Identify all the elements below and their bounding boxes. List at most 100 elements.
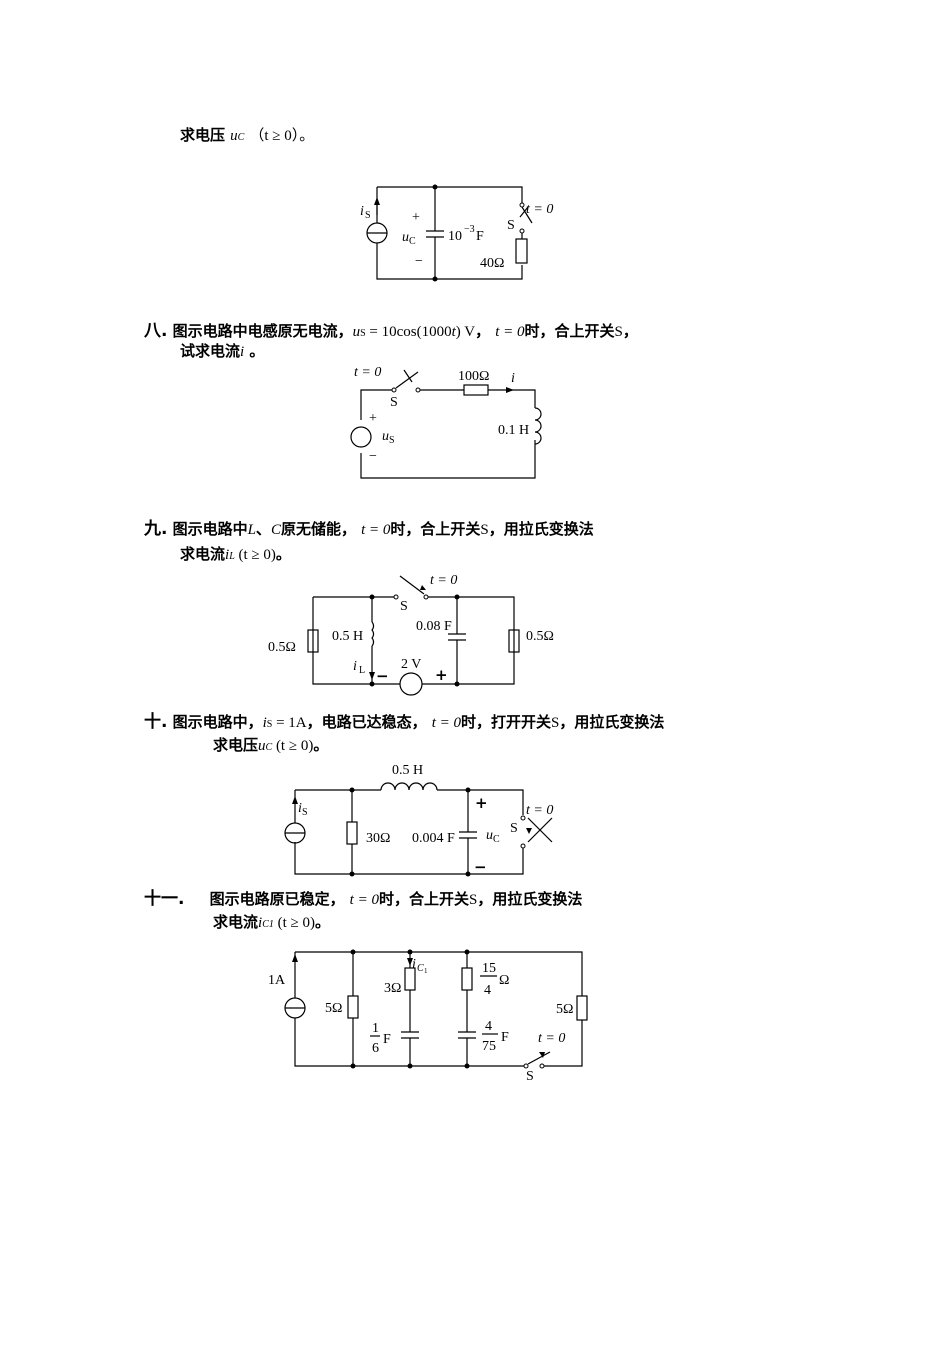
- p11-c1-unit: F: [383, 1032, 391, 1047]
- p8-t0: t = 0: [495, 324, 525, 340]
- p7-cap-value: 10: [448, 229, 462, 244]
- p9-S: S: [480, 522, 489, 538]
- p10-number: 十.: [144, 712, 168, 732]
- p8-us: u: [352, 324, 361, 340]
- p8-number: 八.: [144, 321, 168, 341]
- p10-switch-label: S: [510, 821, 518, 836]
- p10-question-line1: 十. 图示电路中，iS = 1A，电路已达稳态， t = 0时，打开开关S，用拉…: [144, 707, 664, 732]
- p9-r2-label: 0.5Ω: [526, 629, 554, 644]
- p8-text-b: 时，合上开关: [524, 322, 615, 340]
- p11-ic-label: i: [412, 957, 416, 972]
- p10-text-b: ，电路已达稳态，: [306, 713, 427, 731]
- p8-plus: +: [369, 411, 377, 426]
- p8-text-a: 图示电路中电感原无电流，: [172, 322, 353, 340]
- p7-question: 求电压 uC （t ≥ 0）。: [180, 124, 314, 145]
- p9-text-line2: 求电流: [180, 545, 226, 563]
- p8-minus: −: [369, 449, 377, 464]
- p8-i: i: [240, 344, 245, 360]
- p7-t0-label: t = 0: [526, 202, 553, 217]
- p10-inductor: [380, 782, 438, 791]
- p10-uC-sub-label: C: [493, 834, 500, 845]
- p9-inductor: [371, 621, 375, 647]
- p9-t0: t = 0: [361, 522, 391, 538]
- p7-text: 求电压: [180, 126, 226, 144]
- p9-text-c: 时，合上开关: [390, 520, 481, 538]
- p11-resistor-15-4: [461, 967, 473, 991]
- p11-r3-unit: Ω: [499, 973, 509, 988]
- p11-c1-num: 1: [372, 1021, 379, 1036]
- p7-condition: （t ≥ 0）。: [249, 128, 315, 144]
- p9-t0-label: t = 0: [430, 573, 457, 588]
- p11-c2-unit: F: [501, 1030, 509, 1045]
- p9-sep: 、: [255, 520, 271, 538]
- p9-condition: (t ≥ 0): [234, 547, 276, 563]
- p8-S: S: [614, 324, 623, 340]
- p11-text-line2: 求电流: [213, 913, 259, 931]
- p11-circuit-diagram: 1A 5Ω 3Ω i C 1 15 4 Ω 1 6 F 4 75 F 5Ω t …: [268, 949, 588, 1084]
- p11-question-line1: 十一. 图示电路原已稳定， t = 0时，合上开关S，用拉氏变换法: [144, 884, 582, 909]
- p11-resistor-5-left: [347, 995, 359, 1019]
- p8-i-label: i: [511, 371, 515, 386]
- p9-C: C: [270, 522, 281, 538]
- p8-switch-label: S: [390, 395, 398, 410]
- p10-t0: t = 0: [431, 715, 462, 731]
- p7-is-sub: S: [365, 210, 371, 221]
- p11-condition: (t ≥ 0): [273, 915, 315, 931]
- p11-resistor-5-right: [576, 995, 588, 1021]
- p11-c2-num: 4: [485, 1019, 492, 1034]
- p11-c1-den: 6: [372, 1041, 379, 1056]
- p10-is-label: i: [298, 801, 302, 816]
- p11-question-line2: 求电流iC1 (t ≥ 0)。: [213, 911, 330, 932]
- p9-end: 。: [275, 545, 291, 563]
- p8-us-t: t: [451, 324, 456, 340]
- p7-res-label: 40Ω: [480, 256, 504, 271]
- p9-minus: −: [376, 667, 389, 685]
- p10-condition: (t ≥ 0): [272, 738, 314, 754]
- p7-var: u: [230, 128, 238, 144]
- p8-inductor: [534, 407, 542, 445]
- p9-plus: +: [435, 666, 448, 684]
- p11-r3-num: 15: [482, 961, 496, 976]
- p10-text-line2: 求电压: [213, 736, 259, 754]
- p10-text-a: 图示电路中，: [172, 713, 263, 731]
- p9-src-label: 2 V: [401, 657, 421, 672]
- p8-voltage-source-icon: [350, 426, 372, 448]
- p10-res-label: 30Ω: [366, 831, 390, 846]
- p9-text-d: ，用拉氏变换法: [488, 520, 594, 538]
- p8-res-label: 100Ω: [458, 369, 489, 384]
- p8-us-sub: S: [360, 328, 366, 339]
- p11-r3-den: 4: [484, 983, 491, 998]
- p10-t0-label: t = 0: [526, 803, 553, 818]
- p10-uC-label: u: [486, 828, 493, 843]
- p10-S: S: [551, 715, 560, 731]
- p9-iL-sub-label: L: [359, 665, 365, 676]
- p8-us-label: u: [382, 429, 389, 444]
- p8-circuit-diagram: t = 0 S 100Ω i + u S − 0.1 H: [350, 365, 542, 479]
- p10-plus: +: [475, 794, 488, 812]
- p9-text-a: 图示电路中: [172, 520, 248, 538]
- p7-switch-label: S: [507, 218, 515, 233]
- p11-number: 十一.: [144, 889, 185, 909]
- p9-iL-label: i: [353, 659, 357, 674]
- p10-resistor: [346, 821, 358, 845]
- p7-circuit-diagram: i S + u C − 10 −3 F S t = 0 40Ω: [360, 184, 553, 282]
- p7-is-label: i: [360, 204, 364, 219]
- p8-sep: ，: [475, 322, 491, 340]
- p11-r1-label: 5Ω: [325, 1001, 342, 1016]
- p10-is-sub-label: S: [302, 807, 308, 818]
- p8-us-eq: = 10cos(1000: [365, 324, 452, 340]
- p10-minus: −: [474, 858, 487, 876]
- p7-plus: +: [412, 210, 420, 225]
- p11-r2-label: 3Ω: [384, 981, 401, 996]
- p7-resistor: [515, 238, 528, 264]
- p11-r4-label: 5Ω: [556, 1002, 573, 1017]
- p9-question-line2: 求电流iL (t ≥ 0)。: [180, 543, 291, 564]
- p10-uC-sub: C: [265, 742, 273, 753]
- p8-us-end: ) V: [455, 324, 476, 340]
- p7-var-sub: C: [237, 132, 245, 143]
- p9-iL: i: [225, 547, 230, 563]
- p9-r1-label: 0.5Ω: [268, 640, 296, 655]
- p9-text-b: 原无储能，: [280, 520, 356, 538]
- p10-uC: u: [258, 738, 266, 754]
- p9-circuit-diagram: t = 0 S 0.5Ω 0.5 H 0.08 F 0.5Ω i L 2 V −…: [268, 573, 554, 696]
